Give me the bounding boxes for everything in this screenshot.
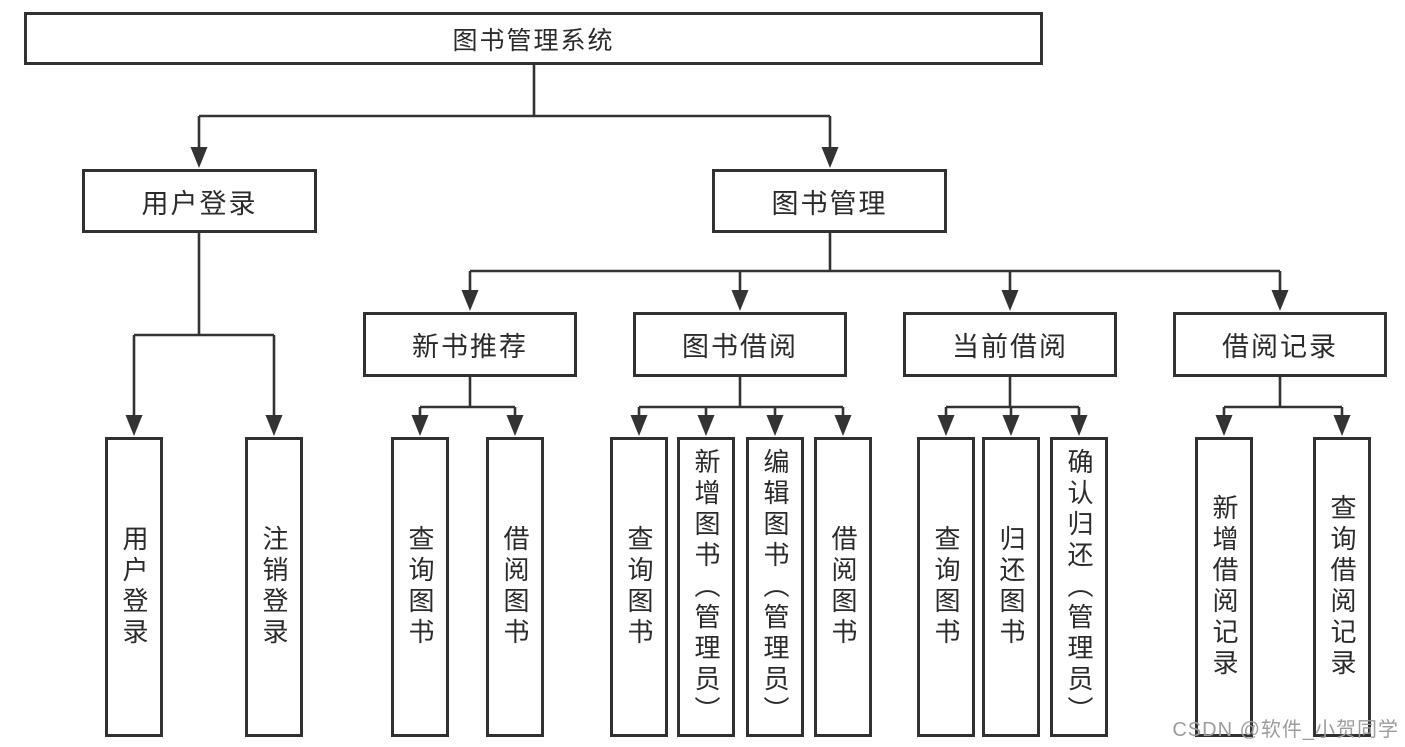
- arrowhead-icon: [821, 147, 839, 168]
- arrowhead-icon: [411, 415, 429, 436]
- node-leaf-add-books-admin-label: 新增图书（管理员）: [691, 447, 721, 727]
- node-user-login-label: 用户登录: [141, 188, 258, 219]
- node-leaf-borrow-books: 借阅图书: [814, 437, 872, 737]
- node-leaf-query-books-recommend-label: 查询图书: [405, 525, 435, 649]
- node-leaf-borrow-books-label: 借阅图书: [828, 525, 858, 649]
- node-leaf-logout-label: 注销登录: [259, 525, 289, 649]
- node-book-borrowing-label: 图书借阅: [682, 332, 798, 362]
- node-leaf-query-books-current: 查询图书: [917, 437, 975, 737]
- tree-edges: [132, 65, 1344, 419]
- node-leaf-add-borrow-record: 新增借阅记录: [1195, 437, 1253, 737]
- arrowhead-icon: [630, 415, 648, 436]
- node-leaf-query-borrow-record-label: 查询借阅记录: [1327, 494, 1357, 680]
- arrowhead-icon: [265, 415, 283, 436]
- arrowhead-icon: [937, 415, 955, 436]
- watermark-text: CSDN @软件_小贺同学: [1172, 719, 1399, 741]
- node-borrowing-records-label: 借阅记录: [1222, 332, 1338, 362]
- arrowhead-icon: [731, 290, 749, 311]
- arrowhead-icon: [506, 415, 524, 436]
- arrowhead-icon: [125, 415, 143, 436]
- arrowhead-icon: [1333, 415, 1351, 436]
- arrowhead-icon: [461, 290, 479, 311]
- node-leaf-confirm-return-admin: 确认归还（管理员）: [1050, 437, 1108, 737]
- node-borrowing-records: 借阅记录: [1173, 312, 1387, 377]
- arrowhead-icon: [1271, 290, 1289, 311]
- arrowhead-icon: [766, 415, 784, 436]
- arrowhead-icon: [834, 415, 852, 436]
- node-leaf-borrow-books-recommend: 借阅图书: [486, 437, 544, 737]
- node-new-book-recommend: 新书推荐: [363, 312, 577, 377]
- node-leaf-query-books-borrow: 查询图书: [610, 437, 668, 737]
- node-leaf-query-borrow-record: 查询借阅记录: [1313, 437, 1371, 737]
- node-leaf-return-books-label: 归还图书: [996, 525, 1026, 649]
- node-leaf-logout: 注销登录: [245, 437, 303, 737]
- node-leaf-query-books-borrow-label: 查询图书: [624, 525, 654, 649]
- node-leaf-user-login-label: 用户登录: [119, 525, 149, 649]
- node-leaf-query-books-recommend: 查询图书: [391, 437, 449, 737]
- node-leaf-edit-books-admin: 编辑图书（管理员）: [746, 437, 804, 737]
- arrowhead-icon: [190, 147, 208, 168]
- node-leaf-return-books: 归还图书: [982, 437, 1040, 737]
- node-book-management-label: 图书管理: [771, 188, 888, 219]
- node-leaf-add-borrow-record-label: 新增借阅记录: [1209, 494, 1239, 680]
- node-leaf-add-books-admin: 新增图书（管理员）: [677, 437, 735, 737]
- arrowhead-icon: [1215, 415, 1233, 436]
- arrowhead-icon: [1070, 415, 1088, 436]
- node-root-label: 图书管理系统: [452, 26, 615, 55]
- node-book-management: 图书管理: [712, 169, 947, 233]
- node-current-borrowing: 当前借阅: [903, 312, 1117, 377]
- arrowhead-icon: [697, 415, 715, 436]
- node-leaf-query-books-current-label: 查询图书: [931, 525, 961, 649]
- node-leaf-edit-books-admin-label: 编辑图书（管理员）: [760, 447, 790, 727]
- node-new-book-recommend-label: 新书推荐: [412, 332, 528, 362]
- arrowhead-icon: [1002, 415, 1020, 436]
- node-current-borrowing-label: 当前借阅: [952, 332, 1068, 362]
- arrowhead-icon: [1001, 290, 1019, 311]
- node-leaf-user-login: 用户登录: [105, 437, 163, 737]
- node-leaf-confirm-return-admin-label: 确认归还（管理员）: [1064, 447, 1094, 727]
- node-user-login: 用户登录: [82, 169, 317, 233]
- node-leaf-borrow-books-recommend-label: 借阅图书: [500, 525, 530, 649]
- node-book-borrowing: 图书借阅: [633, 312, 847, 377]
- node-root: 图书管理系统: [24, 12, 1043, 65]
